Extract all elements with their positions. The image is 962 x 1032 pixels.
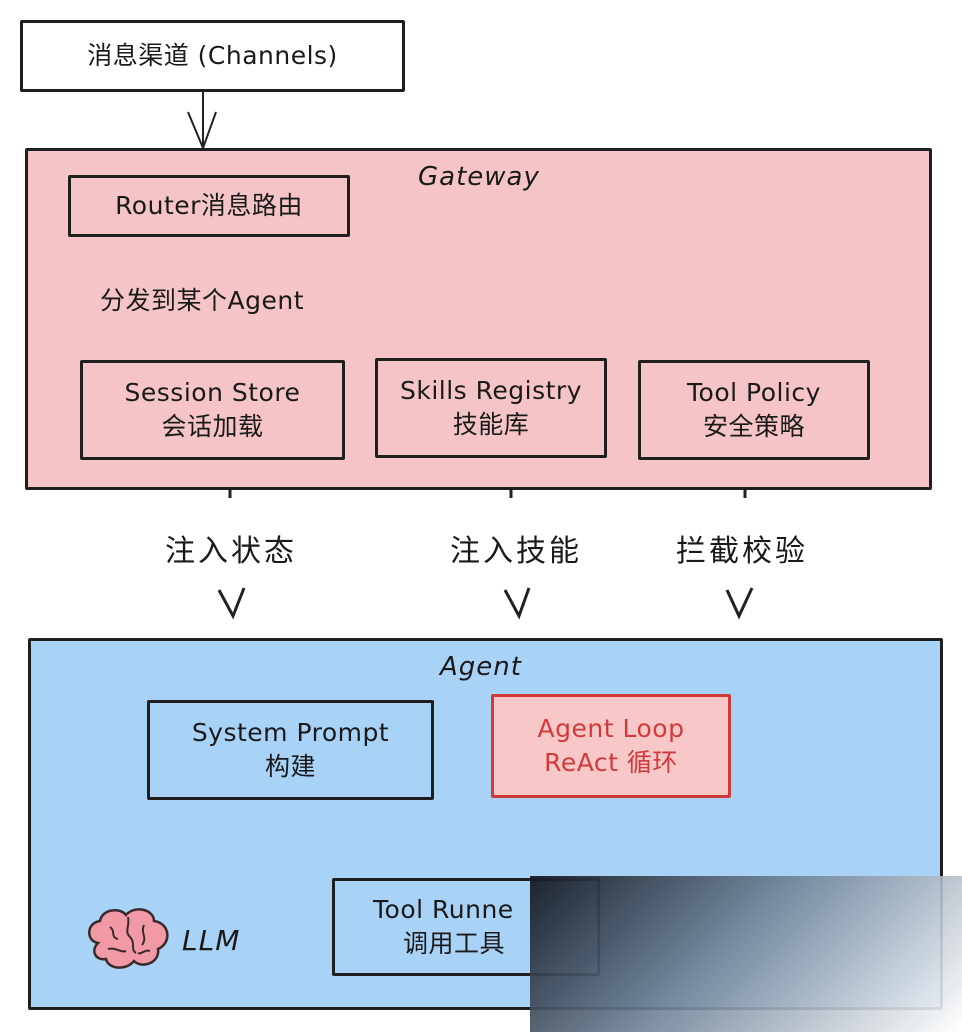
router-box: Router消息路由	[68, 175, 350, 237]
skills-registry-box: Skills Registry 技能库	[375, 358, 607, 458]
brain-icon	[88, 908, 169, 969]
system-prompt-box: System Prompt 构建	[147, 700, 434, 800]
agent-loop-line1: Agent Loop	[537, 714, 685, 744]
dispatch-label: 分发到某个Agent	[100, 286, 304, 315]
inject-skills-label: 注入技能	[450, 534, 582, 569]
session-store-line1: Session Store	[124, 378, 301, 408]
obscured-region	[530, 876, 962, 1032]
agent-title: Agent	[440, 652, 522, 682]
system-prompt-line1: System Prompt	[191, 718, 390, 748]
tool-runner-line2: 调用工具	[403, 929, 506, 958]
session-store-line2: 会话加载	[161, 412, 264, 441]
agent-loop-line2: ReAct 循环	[544, 748, 678, 777]
channels-label: 消息渠道 (Channels)	[87, 41, 338, 71]
inject-state-label: 注入状态	[165, 534, 297, 569]
agent-loop-box: Agent Loop ReAct 循环	[491, 694, 731, 798]
gateway-title: Gateway	[418, 162, 540, 192]
llm-label: LLM	[182, 924, 241, 957]
intercept-check-label: 拦截校验	[676, 534, 808, 569]
skills-registry-line2: 技能库	[452, 410, 530, 439]
tool-policy-line1: Tool Policy	[687, 378, 821, 408]
tool-policy-box: Tool Policy 安全策略	[638, 360, 870, 460]
channels-box: 消息渠道 (Channels)	[20, 20, 405, 92]
skills-registry-line1: Skills Registry	[400, 376, 582, 406]
system-prompt-line2: 构建	[264, 752, 316, 781]
router-label: Router消息路由	[115, 191, 303, 221]
tool-policy-line2: 安全策略	[702, 412, 805, 441]
tool-runner-line1: Tool Runne	[373, 895, 514, 925]
session-store-box: Session Store 会话加载	[80, 360, 345, 460]
